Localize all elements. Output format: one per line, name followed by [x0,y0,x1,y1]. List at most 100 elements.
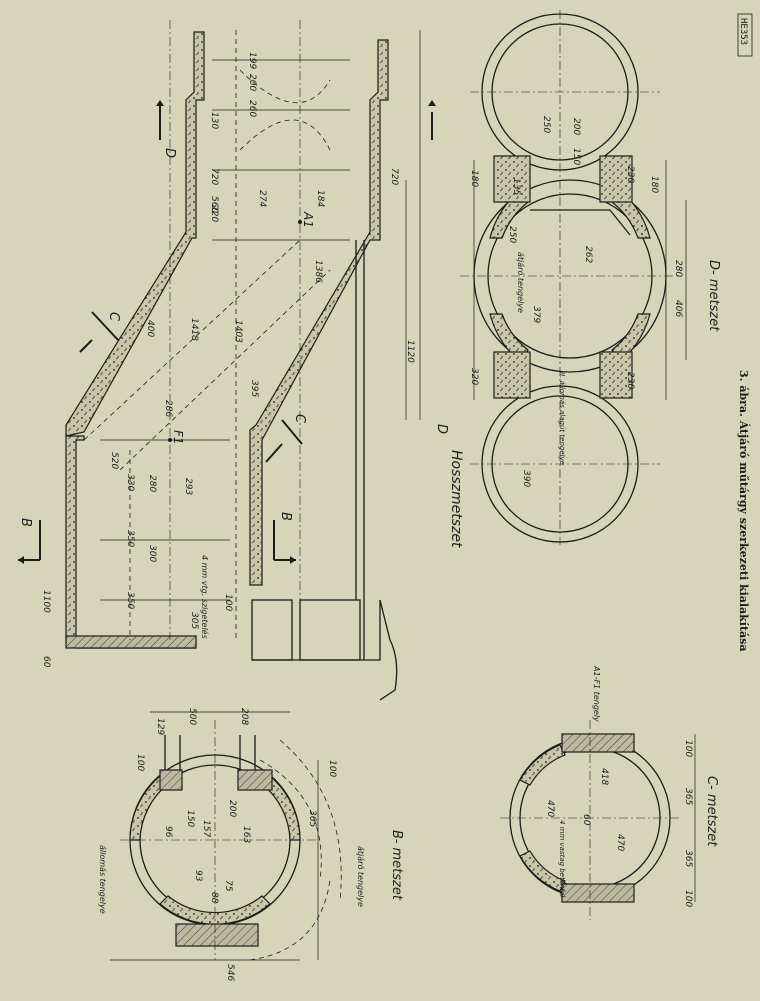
dimension-label: 129 [155,718,165,735]
dimension-label: 350 [125,530,135,547]
c-section-title: C- metszet [704,776,719,847]
dimension-label: 60 [581,814,591,826]
b-dimensions: 129 500 208 100 546 365 100 200 150 157 … [98,708,366,981]
b-base-block [175,923,259,947]
dimension-label: 262 [583,246,593,263]
dimension-label: 300 [147,545,157,562]
dimension-label: 130 [209,112,219,129]
dimension-label: 230 [625,166,635,183]
section-b: 129 500 208 100 546 365 100 200 150 157 … [98,708,404,981]
dimension-label: 365 [307,810,317,827]
dimension-label: 93 [193,870,203,882]
section-marker-b-bottom: B [273,512,296,564]
marker-d-label: D [434,424,449,434]
section-marker-d-bottom: D [428,100,449,434]
dimension-label: 406 [673,300,683,317]
long-lower-wall [249,39,389,586]
dimension-label: 230 [625,372,635,389]
dimension-label: 60 [41,656,51,668]
dimension-label: 199 [247,52,257,69]
dimension-label: 200 [247,74,257,91]
marker-b-label: B [278,512,293,521]
section-marker-d-top: D [156,100,177,158]
dimension-label: 75 [223,880,233,892]
point-f1-label: F1 [171,430,185,445]
dimension-label: 365 [683,850,693,867]
dimension-label: 560 [209,196,219,213]
c-axis-note: A1-F1 tengely [592,665,601,722]
d-dimensions: 180 250 200 150 230 320 135 379 230 180 … [469,116,683,487]
dimension-label: 163 [241,826,251,843]
long-base-plate [65,635,197,649]
b-axis-note-left: állomás tengelye [98,845,107,914]
longitudinal-section: B B C C D D [18,20,464,701]
section-c: 365 365 100 100 418 470 60 470 4 mm vast… [500,665,719,920]
point-a1-label: A1 [301,211,315,228]
dimension-label: 274 [257,190,267,207]
dimension-label: 150 [185,810,195,827]
d-section-title: D- metszet [706,260,721,332]
dimension-label: 379 [531,306,541,323]
marker-d-label: D [162,148,177,158]
dimension-label: 470 [545,800,555,817]
section-marker-c-top: C [79,311,121,353]
dimension-label: 520 [109,452,119,469]
dimension-label: 395 [249,380,259,397]
dimension-label: 365 [683,788,693,805]
dimension-label: 546 [225,964,235,981]
marker-c-label: C [106,312,121,322]
section-marker-b-top: B [18,518,41,564]
dimension-label: 200 [227,800,237,817]
dimension-label: 1418 [189,318,199,341]
long-wall-note: 4 mm vtg. szigetelés [200,555,210,639]
c-top-block [561,733,635,753]
c-bottom-block [561,883,635,903]
dimension-label: 1100 [41,590,51,613]
dimension-label: 1120 [405,340,415,363]
dimension-label: 150 [571,148,581,165]
dimension-label: 135 [511,178,521,195]
dimension-label: 390 [521,470,531,487]
dimension-label: 400 [145,320,155,337]
dimension-label: 180 [649,176,659,193]
dimension-label: 100 [223,594,233,611]
section-marker-c-bottom: C [265,414,307,463]
dimension-label: 96 [163,826,173,838]
dimension-label: 1403 [233,320,243,343]
dimension-label: 100 [135,754,145,771]
c-dimensions: 365 365 100 100 418 470 60 470 4 mm vast… [545,665,693,907]
dimension-label: 720 [209,168,219,185]
dimension-label: 330 [125,474,135,491]
b-axis-note-right: átjáró tengelye [356,846,366,907]
d-block-3 [493,351,531,399]
d-block-2 [599,155,633,203]
dimension-label: 1386 [313,260,323,283]
figure-caption: 3. ábra. Átjáró műtárgy szerkezeti kiala… [737,370,751,652]
d-block-4 [599,351,633,399]
b-left-block [159,769,183,791]
dimension-label: 320 [469,368,479,385]
dimension-label: 100 [327,760,337,777]
dimension-label: 286 [163,400,173,417]
marker-b-label: B [18,518,33,527]
dimension-label: 470 [615,834,625,851]
d-station-note: II. állomás alagút tengelye [558,372,566,465]
d-block-1 [493,155,531,203]
c-wall-note: 4 mm vastag betonfal [558,820,566,897]
long-dimensions: 60 1100 350 350 330 520 220 400 720 560 … [41,52,415,668]
dimension-label: 350 [125,592,135,609]
dimension-label: 157 [201,820,211,837]
dimension-label: 100 [683,740,693,757]
dimension-label: 260 [247,100,257,117]
dimension-label: 200 [571,118,581,135]
section-d: 180 250 200 150 230 320 135 379 230 180 … [460,10,721,545]
stamp-box [737,13,753,57]
dimension-label: 280 [673,260,683,277]
dimension-label: 250 [541,116,551,133]
dimension-label: 720 [389,168,399,185]
long-upper-wall-main [65,31,205,437]
dimension-label: 293 [183,478,193,495]
b-right-block [237,769,273,791]
dimension-label: 100 [683,890,693,907]
